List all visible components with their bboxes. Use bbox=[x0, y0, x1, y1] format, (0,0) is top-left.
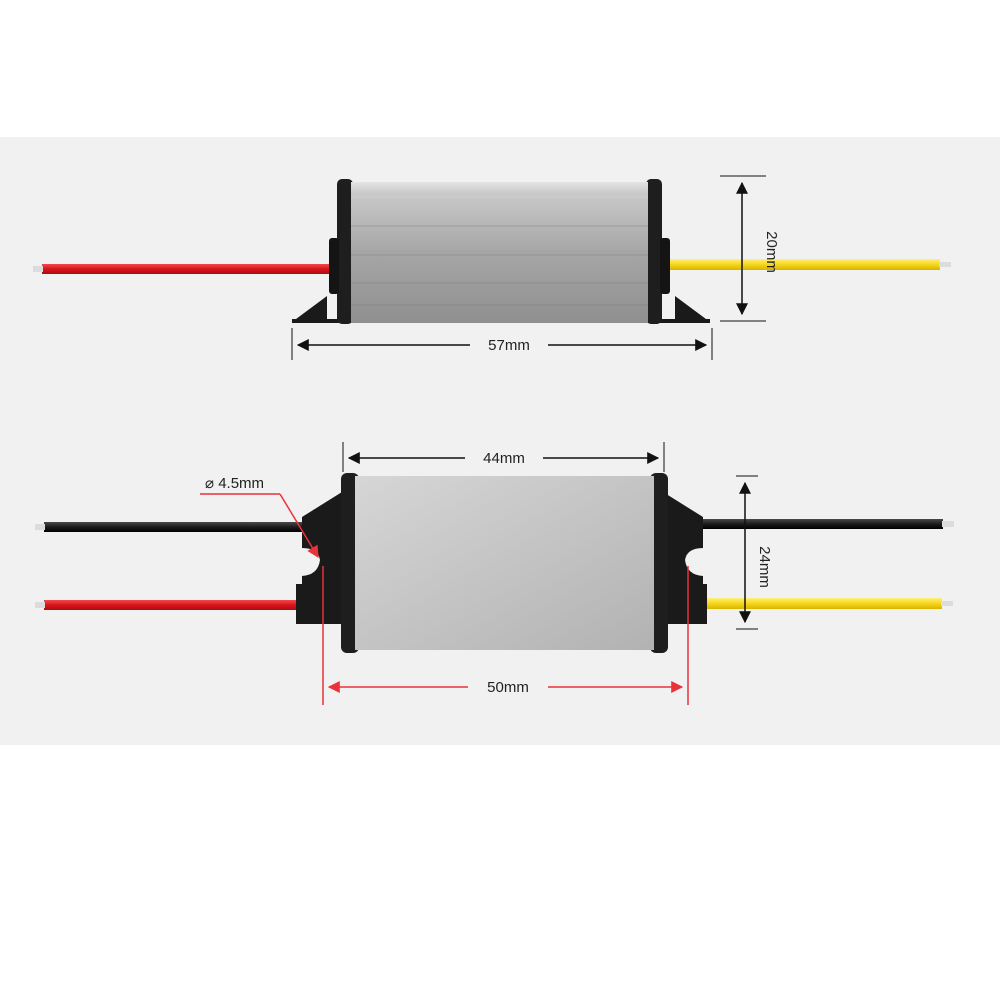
dimension-top-length: 44mm bbox=[342, 442, 665, 472]
black-wire-top bbox=[35, 519, 954, 532]
side-aluminum-body bbox=[351, 182, 648, 323]
top-aluminum-body bbox=[355, 476, 654, 650]
side-left-cap bbox=[337, 179, 353, 324]
dimension-label-50mm: 50mm bbox=[487, 679, 529, 696]
top-left-mounting-ear bbox=[302, 487, 350, 592]
dimension-hole-spacing: 50mm bbox=[322, 566, 689, 705]
dimension-hole-diameter: ⌀ 4.5mm bbox=[200, 475, 319, 559]
dimension-side-height: 20mm bbox=[720, 175, 780, 322]
side-view bbox=[33, 179, 951, 324]
top-left-cap bbox=[341, 473, 359, 653]
dimension-label-57mm: 57mm bbox=[488, 337, 530, 354]
red-wire-top bbox=[35, 600, 338, 610]
yellow-wire-side bbox=[668, 259, 951, 270]
yellow-wire-top bbox=[664, 598, 953, 609]
side-right-cap bbox=[646, 179, 662, 324]
dimension-label-hole-diameter: ⌀ 4.5mm bbox=[205, 475, 264, 492]
dimension-top-width: 24mm bbox=[736, 475, 773, 630]
dimension-label-20mm: 20mm bbox=[763, 231, 780, 273]
top-right-cap bbox=[650, 473, 668, 653]
top-view bbox=[35, 473, 954, 653]
dimension-side-length: 57mm bbox=[291, 328, 713, 360]
dimension-label-24mm: 24mm bbox=[756, 546, 773, 588]
dimension-label-44mm: 44mm bbox=[483, 450, 525, 467]
red-wire-side bbox=[33, 264, 334, 274]
